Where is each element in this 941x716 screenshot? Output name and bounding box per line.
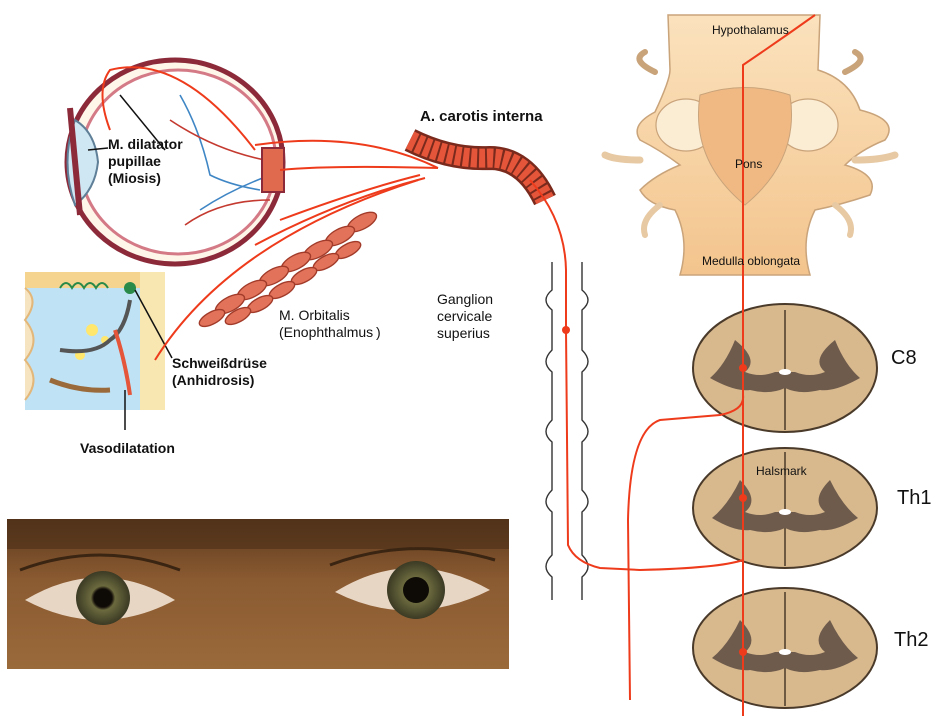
spinal-cord-segment-c8 <box>693 304 877 432</box>
th2-label: Th2 <box>894 628 928 652</box>
th1-label: Th1 <box>897 486 931 510</box>
carotid-artery-icon <box>410 140 545 200</box>
carotis-label: A. carotis interna <box>420 108 543 126</box>
halsmark-label: Halsmark <box>756 464 807 478</box>
hypothalamus-label: Hypothalamus <box>712 23 789 37</box>
medulla-label: Medulla oblongata <box>702 254 800 268</box>
vasodilatation-label: Vasodilatation <box>80 440 175 457</box>
eyes-photo-icon <box>7 519 509 669</box>
brainstem-icon <box>605 15 895 275</box>
schweiss-label: Schweißdrüse (Anhidrosis) <box>172 355 267 389</box>
skin-cross-section-icon <box>25 272 165 410</box>
eye-muscle-label: M. dilatator pupillae (Miosis) <box>108 136 183 186</box>
spinal-cord-segment-th2 <box>693 588 877 708</box>
pons-label: Pons <box>735 157 762 171</box>
orbitalis-label: M. Orbitalis (Enophthalmus ) <box>279 307 381 341</box>
c8-label: C8 <box>891 346 917 370</box>
ganglion-label: Ganglion cervicale superius <box>437 291 493 341</box>
